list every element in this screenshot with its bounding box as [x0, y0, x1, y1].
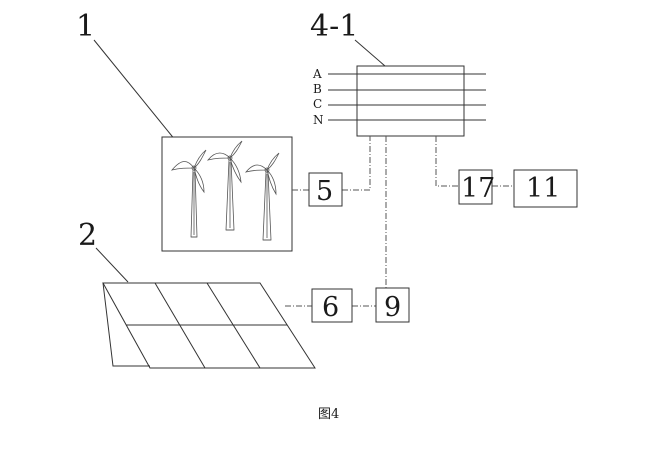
wind-farm-box	[161, 136, 293, 252]
wind-turbine-icon	[170, 140, 280, 241]
label-solar-array: 2	[78, 218, 97, 253]
leader-line-solar-array	[95, 247, 129, 283]
label-phase-c: C	[313, 97, 322, 111]
label-box-6: 6	[322, 292, 339, 323]
label-wind-farm: 1	[76, 9, 95, 44]
label-bus-box: 4-1	[310, 9, 358, 44]
box-5	[308, 172, 343, 207]
label-box-5: 5	[316, 176, 333, 207]
figure-caption: 图4	[318, 407, 339, 422]
label-box-11: 11	[526, 173, 560, 204]
label-phase-a: A	[312, 67, 322, 81]
connection-lines	[285, 136, 514, 307]
leader-line-bus-box	[354, 39, 386, 67]
label-box-9: 9	[384, 292, 401, 323]
box-6	[311, 288, 353, 323]
box-11	[513, 169, 578, 208]
box-17	[458, 169, 493, 205]
label-box-17: 17	[461, 173, 495, 204]
label-phase-n: N	[313, 113, 324, 127]
phase-lines	[328, 73, 486, 121]
solar-panel-icon	[102, 282, 316, 369]
leader-line-wind-farm	[93, 39, 181, 147]
label-phase-b: B	[313, 82, 322, 96]
bus-box	[356, 65, 465, 137]
box-9	[375, 287, 410, 323]
